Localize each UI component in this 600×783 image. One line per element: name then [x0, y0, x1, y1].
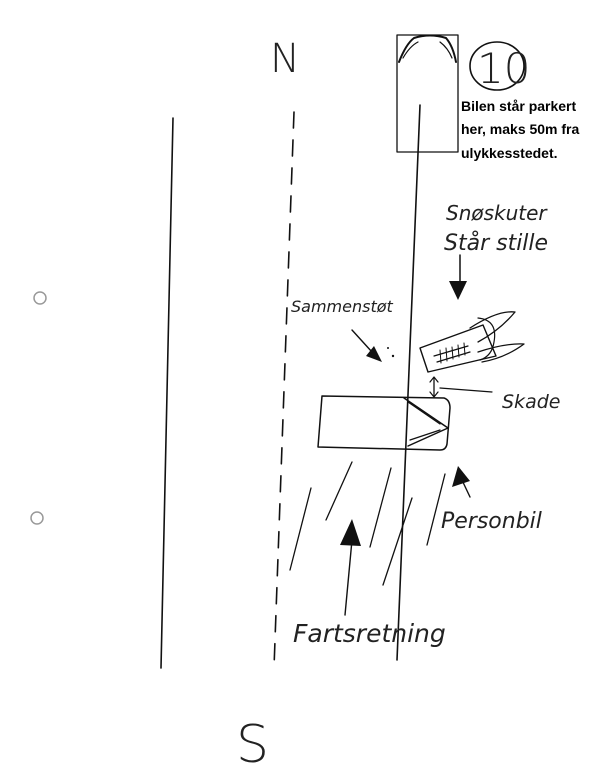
snowmobile-label-line-1: Snøskuter — [446, 201, 548, 225]
south-label: S — [236, 715, 269, 775]
snowmobile-arrow — [449, 254, 467, 300]
car-arrow — [452, 466, 471, 498]
sketch-number-badge: 10 — [469, 41, 530, 93]
road-left-edge — [160, 117, 174, 669]
car — [317, 395, 451, 451]
direction-label: Fartsretning — [293, 619, 446, 648]
skid-marks — [289, 461, 446, 586]
parked-car-note: Bilen står parkert her, maks 50m fra uly… — [461, 98, 580, 161]
snowmobile-label-line-2: Står stille — [444, 230, 548, 256]
damage-label: Skade — [502, 391, 560, 413]
binder-hole-top — [33, 291, 47, 305]
snowmobile — [419, 311, 525, 373]
car-label: Personbil — [441, 509, 542, 534]
parked-car — [396, 34, 459, 153]
road-center-dashed-line — [273, 111, 295, 669]
parked-car-note-line-3: ulykkesstedet. — [461, 145, 558, 161]
damage-marker — [429, 376, 493, 398]
parked-car-note-line-1: Bilen står parkert — [461, 98, 576, 114]
parked-car-note-line-2: her, maks 50m fra — [461, 121, 580, 137]
direction-arrow — [340, 519, 361, 616]
collision-arrow — [351, 329, 395, 362]
binder-hole-bottom — [30, 511, 44, 525]
sketch-number: 10 — [477, 44, 530, 93]
collision-label: Sammenstøt — [291, 297, 394, 316]
road-right-edge — [396, 104, 421, 661]
north-label: N — [270, 36, 300, 82]
